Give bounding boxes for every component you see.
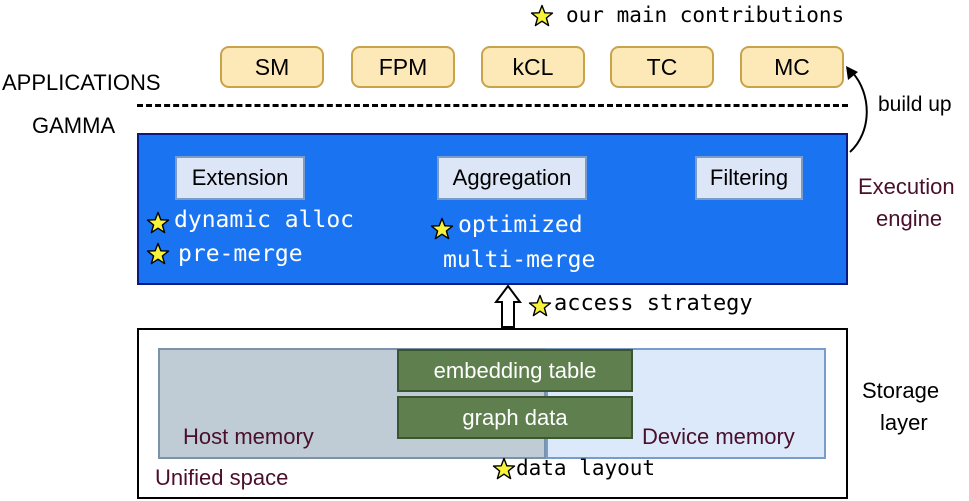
filtering-label: Filtering [709, 165, 789, 190]
graph-data-label: graph data [462, 404, 568, 430]
storage-layer-label-line2: layer [880, 410, 928, 435]
gamma-label: GAMMA [32, 113, 116, 138]
execution-engine-label-line2: engine [876, 206, 943, 231]
build-up-label: build up [878, 93, 952, 116]
execution-engine-label-line1: Execution [858, 174, 955, 199]
app-label: kCL [512, 53, 554, 80]
filtering-box: Filtering [695, 156, 803, 200]
aggregation-box: Aggregation [437, 156, 587, 200]
star-icon [430, 217, 454, 241]
device-memory-label: Device memory [642, 424, 795, 449]
layer-divider [137, 104, 848, 107]
access-strategy-label: access strategy [554, 291, 753, 316]
extension-note-pre-merge: pre-merge [178, 241, 303, 267]
app-box-mc: MC [740, 46, 844, 88]
star-icon [492, 457, 516, 481]
app-box-fpm: FPM [351, 46, 455, 88]
legend-text: our main contributions [566, 3, 845, 27]
app-label: FPM [378, 53, 428, 80]
star-icon [530, 4, 554, 28]
app-box-tc: TC [610, 46, 714, 88]
star-icon [146, 242, 170, 266]
extension-note-dynamic-alloc: dynamic alloc [174, 207, 355, 233]
aggregation-note-optimized: optimized [458, 212, 583, 238]
extension-box: Extension [175, 156, 305, 200]
embedding-table-label: embedding table [433, 357, 597, 383]
host-memory-label: Host memory [183, 424, 314, 449]
app-label: TC [646, 53, 678, 80]
star-icon [146, 211, 170, 235]
app-label: MC [774, 53, 810, 80]
unified-space-label: Unified space [155, 465, 289, 490]
app-label: SM [254, 53, 290, 80]
app-box-sm: SM [220, 46, 324, 88]
extension-label: Extension [191, 165, 289, 190]
embedding-table-box: embedding table [397, 349, 633, 392]
data-layout-label: data layout [516, 456, 656, 480]
aggregation-note-multi-merge: multi-merge [443, 247, 596, 273]
app-box-kcl: kCL [481, 46, 585, 88]
applications-label: APPLICATIONS [2, 70, 161, 95]
graph-data-box: graph data [397, 396, 633, 439]
access-arrow [494, 284, 522, 328]
aggregation-label: Aggregation [452, 165, 572, 190]
storage-layer-label-line1: Storage [862, 378, 940, 403]
star-icon [528, 294, 552, 318]
build-up-arrow [846, 66, 868, 153]
